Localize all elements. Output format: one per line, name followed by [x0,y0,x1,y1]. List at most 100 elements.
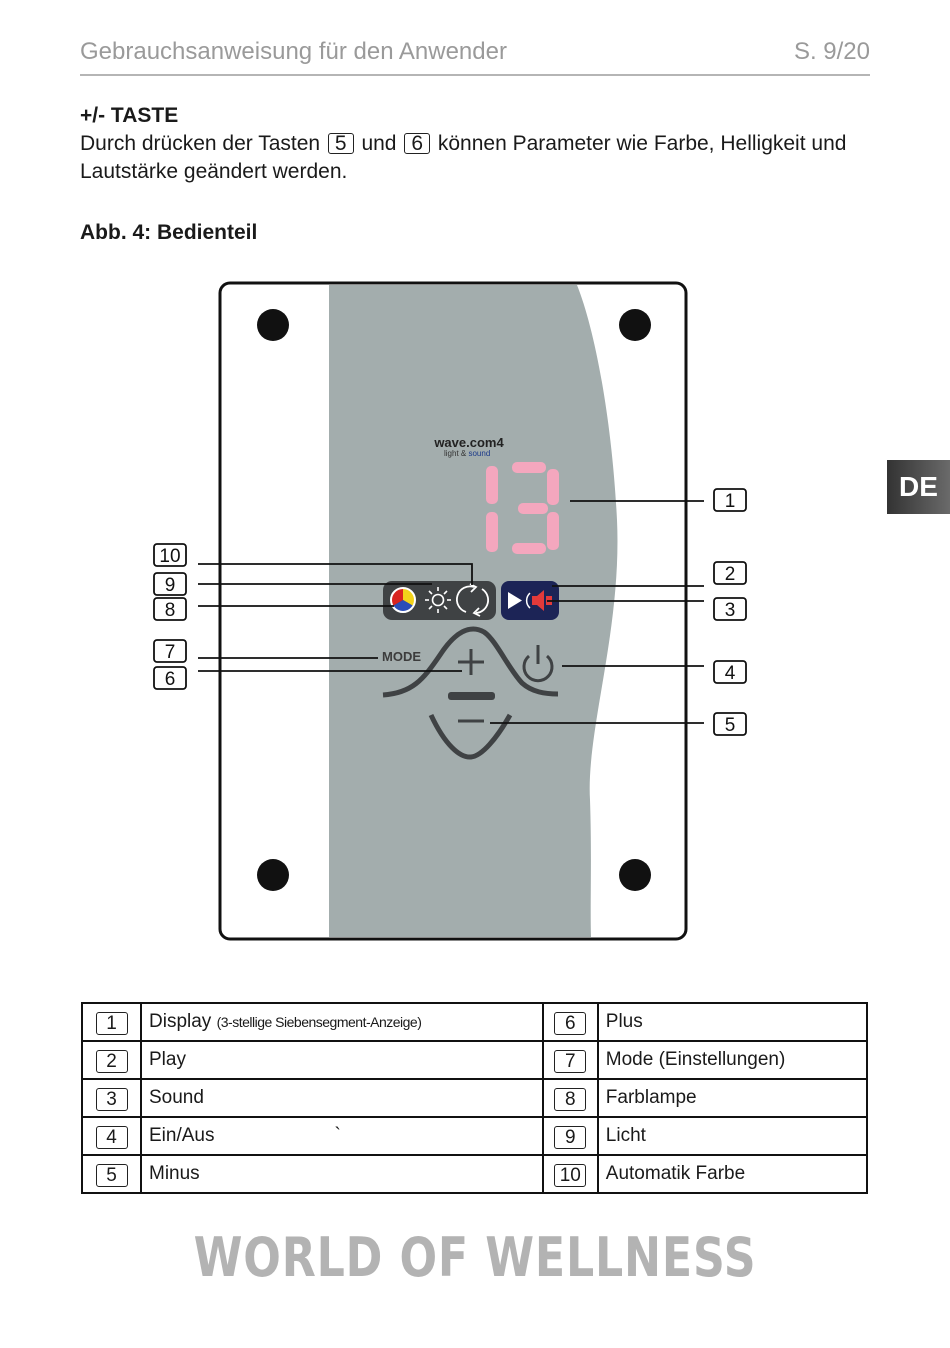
callout-box-8: 8 [153,597,187,621]
legend-label-cell: Plus [596,1002,869,1042]
legend-number-cell: 2 [81,1040,142,1080]
legend-number-cell: 9 [541,1116,599,1156]
legend-label-cell: Play [140,1040,544,1080]
section-heading: +/- TASTE [80,104,179,127]
legend-number: 3 [95,1088,128,1111]
legend-row: 5 Minus 10 Automatik Farbe [81,1154,869,1194]
brand-sub-light: light & [444,449,467,458]
legend-label: Play [149,1049,186,1070]
legend-number: 8 [554,1088,587,1111]
callout-box-4: 4 [713,660,747,684]
legend-label: Farblampe [605,1087,697,1108]
legend-number: 4 [95,1126,128,1149]
key-ref-5: 5 [327,133,354,154]
legend-label: Licht [605,1125,646,1146]
body-text-3: können Parameter wie Farbe, Helligkeit u… [80,132,847,183]
minus-button-outline[interactable] [428,713,513,760]
callout-lines-right [490,500,704,724]
legend-label: Sound [149,1087,204,1108]
legend-number-cell: 7 [541,1040,599,1080]
callout-number: 2 [725,564,736,585]
legend-note: (3-stellige Siebensegment-Anzeige) [216,1014,422,1030]
legend-label: Automatik Farbe [605,1163,746,1184]
legend-label-cell: Sound [140,1078,544,1118]
legend-label: Display [149,1011,212,1032]
legend-number-cell: 10 [541,1154,599,1194]
callout-lines-left [198,563,473,672]
callout-number: 10 [159,546,180,567]
legend-note: ` [334,1125,341,1146]
callout-number: 7 [165,642,176,663]
mount-hole-icon [619,309,651,341]
legend-label-cell: Automatik Farbe [596,1154,869,1194]
callout-number: 5 [725,715,736,736]
legend-label: Minus [149,1163,200,1184]
seven-segment-display [486,462,559,554]
legend-number: 1 [95,1012,128,1035]
callout-number: 9 [165,575,176,596]
button-group-media [501,581,559,620]
body-text-2: und [361,132,397,155]
callout-number: 6 [165,669,176,690]
panel-brand-sub: light & sound [444,449,490,458]
legend-row: 4 Ein/Aus ` 9 Licht [81,1116,869,1156]
legend-label-cell: Minus [140,1154,544,1194]
callout-box-10: 10 [153,543,187,567]
callout-box-1: 1 [713,488,747,512]
mount-hole-icon [257,859,289,891]
callout-box-2: 2 [713,561,747,585]
mount-hole-icon [257,309,289,341]
key-ref-6: 6 [404,133,431,154]
panel-brand: wave.com4 [433,435,504,450]
legend-label: Ein/Aus [149,1125,215,1146]
legend-label: Plus [605,1011,643,1032]
legend-number-cell: 5 [81,1154,142,1194]
legend-number-cell: 4 [81,1116,142,1156]
legend-number: 9 [554,1126,587,1149]
callout-number: 4 [725,663,736,684]
legend-number: 10 [554,1164,587,1187]
play-icon[interactable] [508,592,522,609]
legend-row: 2 Play 7 Mode (Einstellungen) [81,1040,869,1080]
language-tab[interactable]: DE [887,460,950,514]
section-body: Durch drücken der Tasten 5 und 6 können … [80,130,875,186]
legend-number-cell: 8 [541,1078,599,1118]
legend-row: 1 Display (3-stellige Siebensegment-Anzei… [81,1002,869,1042]
mount-hole-icon [619,859,651,891]
callout-box-7: 7 [153,639,187,663]
callout-box-3: 3 [713,597,747,621]
legend-number-cell: 1 [81,1002,142,1042]
footer-brand: WORLD OF WELLNESS [193,1226,757,1289]
callout-box-6: 6 [153,666,187,690]
legend-number: 7 [554,1050,587,1073]
legend-number-cell: 6 [541,1002,599,1042]
figure-caption: Abb. 4: Bedienteil [80,221,258,244]
plus-icon[interactable] [458,649,484,675]
mode-label: MODE [382,649,421,664]
callout-number: 3 [725,600,736,621]
legend-label-cell: Farblampe [596,1078,869,1118]
legend-number-cell: 3 [81,1078,142,1118]
body-text-1: Durch drücken der Tasten [80,132,321,155]
header-divider [80,74,870,76]
power-icon[interactable] [522,645,554,683]
callout-number: 1 [725,491,736,512]
light-sun-icon[interactable] [425,587,451,613]
plus-button-outline[interactable] [382,626,559,698]
callout-box-5: 5 [713,712,747,736]
legend-table: 1 Display (3-stellige Siebensegment-Anzei… [81,1002,869,1194]
callout-number: 8 [165,600,176,621]
legend-number: 2 [95,1050,128,1073]
page-number: S. 9/20 [793,38,870,65]
legend-row: 3 Sound 8 Farblampe [81,1078,869,1118]
header-title: Gebrauchsanweisung für den Anwender [80,38,507,65]
legend-label-cell: Licht [596,1116,869,1156]
legend-number: 6 [554,1012,587,1035]
legend-label: Mode (Einstellungen) [605,1049,786,1070]
legend-label-cell: Ein/Aus ` [140,1116,544,1156]
control-panel-figure: wave.com4 light & sound MO [153,281,747,941]
separator-bar [448,692,495,700]
color-lamp-icon[interactable] [390,587,416,613]
brand-sub-sound: sound [468,449,490,458]
callout-box-9: 9 [153,572,187,596]
